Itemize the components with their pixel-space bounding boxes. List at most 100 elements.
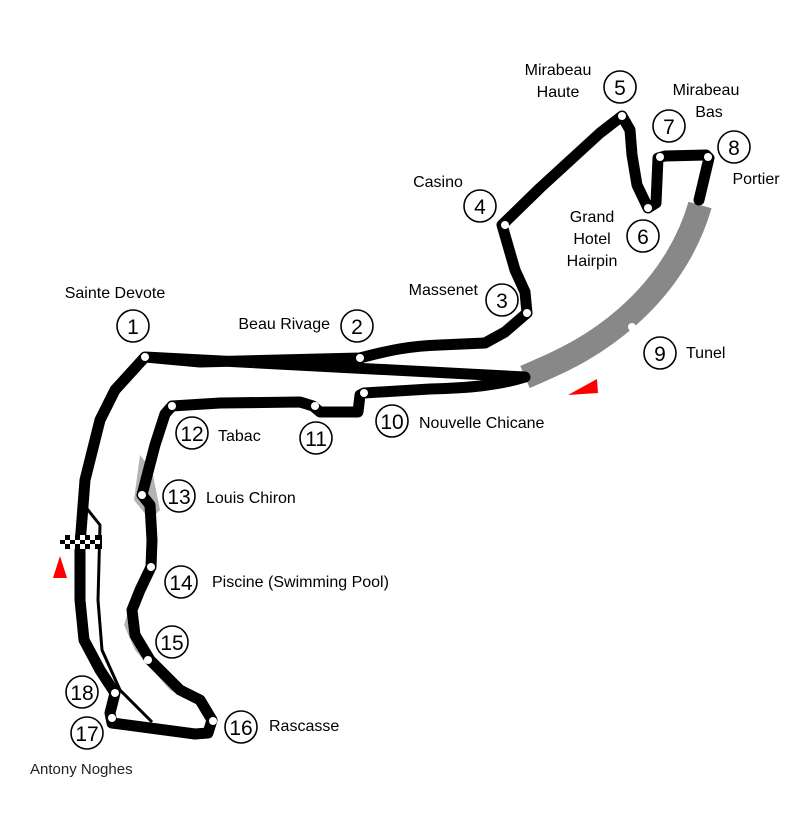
- corner-9: 9 Tunel: [643, 336, 725, 370]
- corner-10-name: Nouvelle Chicane: [419, 415, 545, 432]
- node-15: [144, 656, 152, 664]
- corner-4-number: 4: [474, 196, 486, 219]
- node-9: [628, 323, 636, 331]
- corner-6: Grand Hotel Hairpin 6: [567, 209, 660, 270]
- node-2: [356, 354, 364, 362]
- corner-7-name-line-1: Mirabeau: [673, 82, 740, 99]
- track-outline: [74, 110, 715, 740]
- corner-4-badge: [463, 189, 497, 223]
- corner-16-badge: [224, 710, 258, 744]
- corner-8-name: Portier: [732, 171, 780, 188]
- corner-14-number: 14: [169, 572, 193, 595]
- node-1: [141, 353, 149, 361]
- node-7: [656, 153, 664, 161]
- corner-15: 15: [155, 625, 189, 659]
- corner-1-number: 1: [127, 316, 139, 339]
- corner-12-number: 12: [180, 423, 203, 446]
- corner-1-badge: [116, 309, 150, 343]
- node-11: [311, 402, 319, 410]
- corner-11-badge: [299, 421, 333, 455]
- corner-6-name-line-2: Hotel: [573, 231, 610, 248]
- corner-14: 14 Piscine (Swimming Pool): [164, 565, 389, 599]
- corner-2-number: 2: [351, 316, 363, 339]
- corner-5-number: 5: [614, 77, 626, 100]
- corner-13-number: 13: [167, 486, 190, 509]
- corner-18-number: 18: [70, 682, 93, 705]
- corner-3-badge: [485, 283, 519, 317]
- corner-17-badge: [70, 716, 104, 750]
- corner-12-name: Tabac: [218, 428, 261, 445]
- corner-13-name: Louis Chiron: [206, 490, 296, 507]
- pit-lane: [82, 504, 154, 724]
- corner-9-number: 9: [654, 343, 666, 366]
- node-13: [138, 491, 146, 499]
- corner-5-badge: [603, 70, 637, 104]
- corner-11-number: 11: [305, 428, 327, 451]
- corner-6-badge: [626, 219, 660, 253]
- node-4: [501, 221, 509, 229]
- corner-2-name: Beau Rivage: [238, 316, 330, 333]
- tunnel-section: [520, 201, 712, 389]
- corner-17-number: 17: [75, 723, 98, 746]
- corner-6-name-line-3: Hairpin: [567, 253, 618, 270]
- corner-10: 10 Nouvelle Chicane: [375, 404, 545, 438]
- corner-8: Portier 8: [717, 130, 780, 188]
- corner-3: Massenet 3: [409, 282, 519, 317]
- node-8: [704, 153, 712, 161]
- corner-12-badge: [175, 416, 209, 450]
- node-12: [168, 402, 176, 410]
- corner-3-number: 3: [496, 290, 508, 313]
- corner-5-name-line-2: Haute: [537, 84, 580, 101]
- direction-arrow-tunnel-icon: [568, 379, 598, 395]
- corner-16: 16 Rascasse: [224, 710, 339, 744]
- node-16: [209, 717, 217, 725]
- corner-12: 12 Tabac: [175, 416, 261, 450]
- corner-15-badge: [155, 625, 189, 659]
- node-17: [108, 714, 116, 722]
- start-finish-line: [60, 535, 102, 549]
- corner-6-name-line-1: Grand: [570, 209, 614, 226]
- corner-4: Casino 4: [413, 174, 497, 223]
- corner-16-number: 16: [229, 717, 252, 740]
- corner-3-name: Massenet: [409, 282, 479, 299]
- node-6: [644, 204, 652, 212]
- corner-18: 18: [65, 675, 99, 709]
- corner-11: 11: [299, 421, 333, 455]
- corner-8-badge: [717, 130, 751, 164]
- node-5: [618, 112, 626, 120]
- corner-15-number: 15: [160, 632, 183, 655]
- corner-7-number: 7: [663, 116, 675, 139]
- corner-2: Beau Rivage 2: [238, 309, 374, 343]
- corner-5-name-line-1: Mirabeau: [525, 62, 592, 79]
- corner-2-badge: [340, 309, 374, 343]
- corner-7-badge: [652, 109, 686, 143]
- corner-7-name-line-2: Bas: [695, 104, 723, 121]
- corner-9-badge: [643, 336, 677, 370]
- antony-noghes-label: Antony Noghes: [30, 761, 133, 778]
- corner-10-number: 10: [380, 411, 403, 434]
- finish-line-checks: [60, 535, 100, 549]
- corner-9-name: Tunel: [686, 345, 725, 362]
- node-14: [147, 563, 155, 571]
- corner-14-badge: [164, 565, 198, 599]
- pit-lane-line: [82, 504, 154, 724]
- corner-17: 17: [70, 716, 104, 750]
- corner-6-number: 6: [637, 226, 649, 249]
- corner-14-name: Piscine (Swimming Pool): [212, 574, 389, 591]
- corner-8-number: 8: [728, 137, 740, 160]
- corner-13: 13 Louis Chiron: [162, 479, 296, 513]
- corner-16-name: Rascasse: [269, 718, 339, 735]
- node-10: [360, 389, 368, 397]
- turn-nodes: [108, 112, 712, 725]
- corner-1-name: Sainte Devote: [65, 285, 166, 302]
- corner-1: Sainte Devote 1: [65, 285, 166, 343]
- node-3: [523, 309, 531, 317]
- corner-18-badge: [65, 675, 99, 709]
- corner-5: Mirabeau Haute 5: [525, 62, 637, 104]
- corner-13-badge: [162, 479, 196, 513]
- corner-7: Mirabeau Bas 7: [652, 82, 740, 143]
- node-18: [111, 689, 119, 697]
- direction-arrow-start-icon: [53, 556, 67, 578]
- corner-markers: Sainte Devote 1 Beau Rivage 2 Massenet 3…: [65, 62, 780, 750]
- corner-4-name: Casino: [413, 174, 463, 191]
